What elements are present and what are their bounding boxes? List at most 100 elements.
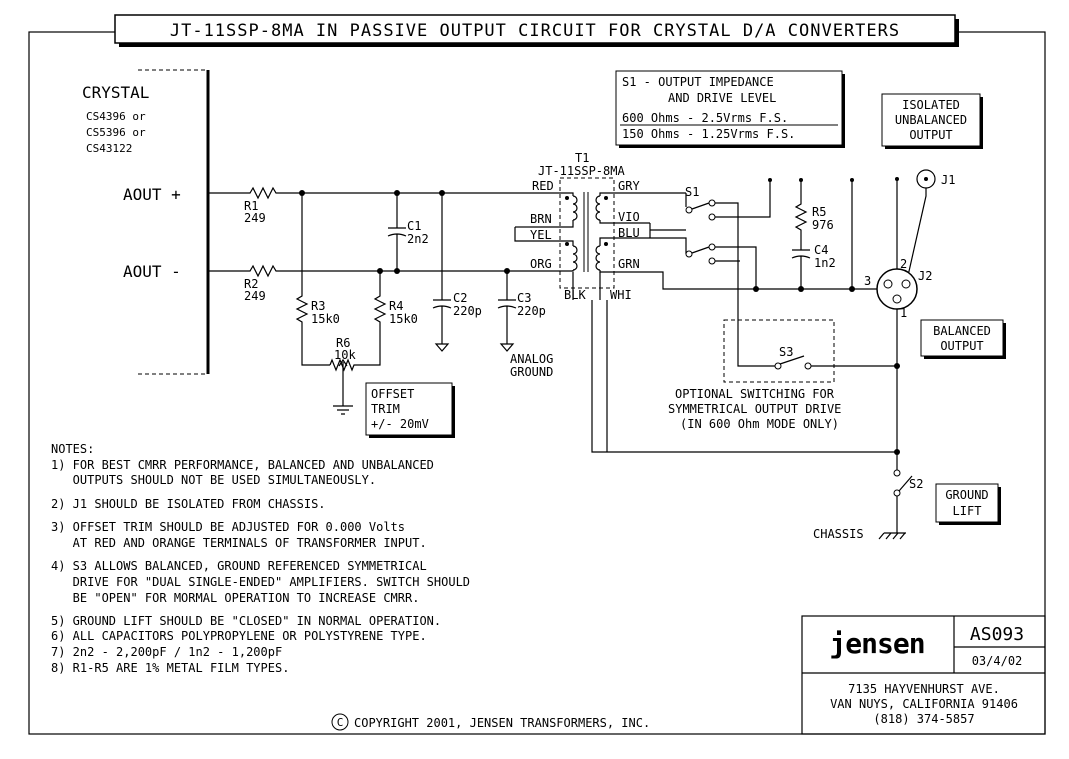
- aout-minus-label: AOUT -: [123, 262, 181, 281]
- r3-value: 15k0: [311, 312, 340, 326]
- crystal-source: CRYSTAL CS4396 or CS5396 or CS43122 AOUT…: [82, 69, 210, 375]
- c2-label: C2: [453, 291, 467, 305]
- copyright-text: COPYRIGHT 2001, JENSEN TRANSFORMERS, INC…: [354, 716, 650, 730]
- j2-label: J2: [918, 269, 932, 283]
- pin-1: 1: [900, 306, 907, 320]
- s2-label: S2: [909, 477, 923, 491]
- c3-value: 220p: [517, 304, 546, 318]
- offset-line-3: +/- 20mV: [371, 417, 429, 431]
- drawing-date: 03/4/02: [972, 654, 1023, 668]
- jensen-logo: jensen: [829, 627, 924, 660]
- offset-line-2: TRIM: [371, 402, 400, 416]
- note-line: 6) ALL CAPACITORS POLYPROPYLENE OR POLYS…: [51, 629, 427, 643]
- r2-label: R2: [244, 277, 258, 291]
- phone: (818) 374-5857: [873, 712, 974, 726]
- wire-grn: GRN: [618, 257, 640, 271]
- chassis-label: CHASSIS: [813, 527, 864, 541]
- note-line: BE "OPEN" FOR MORMAL OPERATION TO INCREA…: [51, 591, 419, 605]
- isolated-line-3: OUTPUT: [909, 128, 952, 142]
- r5-value: 976: [812, 218, 834, 232]
- ground-lift-line-2: LIFT: [953, 504, 982, 518]
- notes: NOTES: 1) FOR BEST CMRR PERFORMANCE, BAL…: [51, 442, 470, 675]
- wire-blk: BLK: [564, 288, 586, 302]
- note-line: 5) GROUND LIFT SHOULD BE "CLOSED" IN NOR…: [51, 614, 441, 628]
- r1-value: 249: [244, 211, 266, 225]
- isolated-line-2: UNBALANCED: [895, 113, 967, 127]
- switch-s1: S1: [649, 178, 775, 367]
- wire-gry: GRY: [618, 179, 640, 193]
- crystal-part-2: CS5396 or: [86, 126, 146, 139]
- r1-label: R1: [244, 199, 258, 213]
- wire-blu: BLU: [618, 226, 640, 240]
- pin-2: 2: [900, 257, 907, 271]
- notes-heading: NOTES:: [51, 442, 94, 456]
- s1-info-line-3: 600 Ohms - 2.5Vrms F.S.: [622, 111, 788, 125]
- s1-info-line-4: 150 Ohms - 1.25Vrms F.S.: [622, 127, 795, 141]
- note-line: 1) FOR BEST CMRR PERFORMANCE, BALANCED A…: [51, 458, 434, 472]
- title-box: JT-11SSP-8MA IN PASSIVE OUTPUT CIRCUIT F…: [114, 14, 959, 47]
- balanced-line-2: OUTPUT: [940, 339, 983, 353]
- s1-info-box: S1 - OUTPUT IMPEDANCE AND DRIVE LEVEL 60…: [615, 70, 845, 148]
- wire-vio: VIO: [618, 210, 640, 224]
- isolated-line-1: ISOLATED: [902, 98, 960, 112]
- address-line-2: VAN NUYS, CALIFORNIA 91406: [830, 697, 1018, 711]
- note-line: 4) S3 ALLOWS BALANCED, GROUND REFERENCED…: [51, 559, 427, 573]
- connectors: J1 3 2 1 J2: [849, 169, 955, 452]
- r4-value: 15k0: [389, 312, 418, 326]
- analog-ground-1: ANALOG: [510, 352, 553, 366]
- wire-whi: WHI: [610, 288, 632, 302]
- c1-value: 2n2: [407, 232, 429, 246]
- transformer-t1: T1 JT-11SSP-8MA RED BRN YEL ORG BLK GRY …: [514, 151, 897, 453]
- r3-label: R3: [311, 299, 325, 313]
- r2-value: 249: [244, 289, 266, 303]
- optional-line-2: SYMMETRICAL OUTPUT DRIVE: [668, 402, 841, 416]
- ground-lift: S2 CHASSIS GROUND LIFT: [813, 449, 1001, 541]
- r4-label: R4: [389, 299, 403, 313]
- isolated-box: ISOLATED UNBALANCED OUTPUT: [881, 93, 983, 149]
- s1-label: S1: [685, 185, 699, 199]
- c2-value: 220p: [453, 304, 482, 318]
- wire-yel: YEL: [530, 228, 552, 242]
- r6-value: 10k: [334, 348, 356, 362]
- analog-ground-2: GROUND: [510, 365, 553, 379]
- r5-label: R5: [812, 205, 826, 219]
- copyright: C COPYRIGHT 2001, JENSEN TRANSFORMERS, I…: [331, 713, 650, 731]
- r6-label: R6: [336, 336, 350, 350]
- page-title: JT-11SSP-8MA IN PASSIVE OUTPUT CIRCUIT F…: [170, 21, 900, 41]
- s1-info-line-2: AND DRIVE LEVEL: [668, 91, 776, 105]
- note-line: 3) OFFSET TRIM SHOULD BE ADJUSTED FOR 0.…: [51, 520, 405, 534]
- note-line: OUTPUTS SHOULD NOT BE USED SIMULTANEOUSL…: [51, 473, 376, 487]
- c4-label: C4: [814, 243, 828, 257]
- wire-org: ORG: [530, 257, 552, 271]
- offset-line-1: OFFSET: [371, 387, 414, 401]
- note-line: 2) J1 SHOULD BE ISOLATED FROM CHASSIS.: [51, 497, 326, 511]
- wire-brn: BRN: [530, 212, 552, 226]
- title-block: jensen AS093 03/4/02 7135 HAYVENHURST AV…: [801, 615, 1046, 735]
- r5-c4: R5 976 C4 1n2: [791, 178, 836, 292]
- j1-label: J1: [941, 173, 955, 187]
- c1-label: C1: [407, 219, 421, 233]
- balanced-line-1: BALANCED: [933, 324, 991, 338]
- pin-3: 3: [864, 274, 871, 288]
- balanced-box: BALANCED OUTPUT: [920, 319, 1006, 359]
- crystal-part-1: CS4396 or: [86, 110, 146, 123]
- wire-red: RED: [532, 179, 554, 193]
- switch-s3: S3 OPTIONAL SWITCHING FOR SYMMETRICAL OU…: [668, 319, 900, 431]
- c3-label: C3: [517, 291, 531, 305]
- s1-info-line-1: S1 - OUTPUT IMPEDANCE: [622, 75, 774, 89]
- optional-line-3: (IN 600 Ohm MODE ONLY): [680, 417, 839, 431]
- c4-value: 1n2: [814, 256, 836, 270]
- note-line: AT RED AND ORANGE TERMINALS OF TRANSFORM…: [51, 536, 427, 550]
- note-line: 7) 2n2 - 2,200pF / 1n2 - 1,200pF: [51, 645, 282, 659]
- note-line: DRIVE FOR "DUAL SINGLE-ENDED" AMPLIFIERS…: [51, 575, 470, 589]
- address-line-1: 7135 HAYVENHURST AVE.: [848, 682, 1000, 696]
- crystal-part-3: CS43122: [86, 142, 132, 155]
- ground-lift-line-1: GROUND: [945, 488, 988, 502]
- input-wiring: R1 249 R2 249 R3 15k0 R4 15k0 R6 10k C1 …: [208, 186, 553, 438]
- optional-line-1: OPTIONAL SWITCHING FOR: [675, 387, 835, 401]
- copyright-icon: C: [337, 716, 344, 729]
- t1-part: JT-11SSP-8MA: [538, 164, 625, 178]
- t1-label: T1: [575, 151, 589, 165]
- s3-label: S3: [779, 345, 793, 359]
